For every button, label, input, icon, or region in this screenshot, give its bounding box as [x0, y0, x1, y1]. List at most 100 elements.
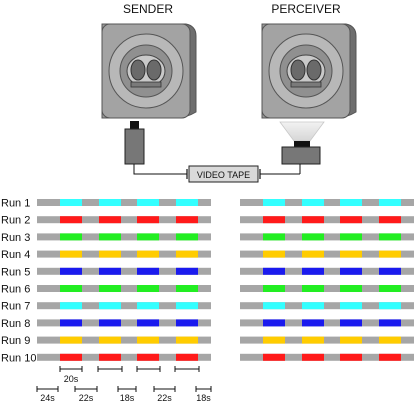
sender-stimulus-block	[99, 353, 121, 361]
perceiver-run-baseline	[240, 250, 414, 258]
sender-stimulus-block	[176, 302, 198, 310]
perceiver-stimulus-block	[340, 250, 362, 258]
block-duration-label: 20s	[64, 374, 79, 384]
sender-label: SENDER	[123, 2, 173, 16]
sender-stimulus-block	[137, 250, 159, 258]
interval-label: 18s	[120, 393, 135, 402]
perceiver-label: PERCEIVER	[271, 2, 341, 16]
perceiver-run-baseline	[240, 216, 414, 224]
perceiver-stimulus-block	[379, 267, 401, 275]
perceiver-stimulus-block	[340, 216, 362, 224]
sender-stimulus-block	[99, 233, 121, 241]
sender-stimulus-block	[176, 336, 198, 344]
sender-stimulus-block	[99, 285, 121, 292]
perceiver-stimulus-block	[263, 216, 285, 224]
sender-stimulus-block	[60, 199, 82, 206]
perceiver-stimulus-block	[263, 199, 285, 206]
perceiver-stimulus-block	[263, 319, 285, 327]
sender-run-baseline	[37, 302, 211, 310]
sender-stimulus-block	[60, 233, 82, 241]
run-label: Run 5	[1, 266, 30, 278]
perceiver-stimulus-block	[302, 216, 324, 224]
sender-stimulus-block	[60, 285, 82, 292]
run-label: Run 10	[1, 352, 36, 364]
sender-stimulus-block	[176, 233, 198, 241]
run-label: Run 9	[1, 335, 30, 347]
run-label: Run 6	[1, 284, 30, 296]
perceiver-stimulus-block	[302, 353, 324, 361]
sender-stimulus-block	[176, 319, 198, 327]
run-label: Run 1	[1, 198, 30, 210]
sender-stimulus-block	[60, 216, 82, 224]
sender-stimulus-block	[99, 267, 121, 275]
perceiver-stimulus-block	[263, 302, 285, 310]
perceiver-stimulus-block	[379, 233, 401, 241]
run-label: Run 2	[1, 215, 30, 227]
perceiver-stimulus-block	[340, 353, 362, 361]
interval-label: 22s	[79, 393, 94, 402]
sender-stimulus-block	[99, 336, 121, 344]
perceiver-stimulus-block	[379, 199, 401, 206]
sender-stimulus-block	[60, 336, 82, 344]
sender-stimulus-block	[137, 233, 159, 241]
sender-run-baseline	[37, 285, 211, 292]
sender-stimulus-block	[176, 199, 198, 206]
sender-stimulus-block	[137, 319, 159, 327]
sender-stimulus-block	[137, 285, 159, 292]
perceiver-stimulus-block	[340, 285, 362, 292]
sender-stimulus-block	[176, 353, 198, 361]
interval-label: 18s	[196, 393, 211, 402]
sender-run-timelines	[37, 199, 211, 361]
sender-stimulus-block	[60, 302, 82, 310]
perceiver-stimulus-block	[340, 302, 362, 310]
perceiver-stimulus-block	[340, 319, 362, 327]
perceiver-run-baseline	[240, 285, 414, 292]
perceiver-run-baseline	[240, 353, 414, 361]
perceiver-run-baseline	[240, 319, 414, 327]
run-label: Run 4	[1, 249, 30, 261]
sender-stimulus-block	[60, 319, 82, 327]
sender-stimulus-block	[137, 267, 159, 275]
sender-run-baseline	[37, 267, 211, 275]
perceiver-stimulus-block	[263, 250, 285, 258]
sender-run-baseline	[37, 336, 211, 344]
sender-stimulus-block	[60, 267, 82, 275]
sender-run-baseline	[37, 233, 211, 241]
sender-stimulus-block	[137, 216, 159, 224]
sender-run-baseline	[37, 353, 211, 361]
perceiver-stimulus-block	[302, 319, 324, 327]
sender-run-baseline	[37, 216, 211, 224]
perceiver-stimulus-block	[379, 319, 401, 327]
perceiver-run-baseline	[240, 336, 414, 344]
sender-stimulus-block	[60, 250, 82, 258]
perceiver-stimulus-block	[263, 267, 285, 275]
sender-stimulus-block	[99, 199, 121, 206]
run-label: Run 3	[1, 232, 30, 244]
perceiver-stimulus-block	[379, 302, 401, 310]
sender-mri-scanner	[101, 23, 197, 119]
sender-run-baseline	[37, 199, 211, 206]
video-tape-label: VIDEO TAPE	[197, 170, 250, 180]
perceiver-stimulus-block	[302, 285, 324, 292]
sender-stimulus-block	[99, 216, 121, 224]
perceiver-stimulus-block	[302, 302, 324, 310]
video-tape-box: VIDEO TAPE	[188, 165, 259, 183]
sender-run-baseline	[37, 319, 211, 327]
sender-stimulus-block	[99, 302, 121, 310]
sender-stimulus-block	[176, 216, 198, 224]
run-label: Run 7	[1, 301, 30, 313]
sender-stimulus-block	[137, 199, 159, 206]
sender-stimulus-block	[176, 250, 198, 258]
perceiver-stimulus-block	[302, 233, 324, 241]
sender-stimulus-block	[60, 353, 82, 361]
perceiver-mri-scanner	[261, 23, 357, 119]
perceiver-run-baseline	[240, 302, 414, 310]
perceiver-run-baseline	[240, 267, 414, 275]
perceiver-stimulus-block	[340, 199, 362, 206]
perceiver-stimulus-block	[340, 267, 362, 275]
interval-label: 22s	[157, 393, 172, 402]
perceiver-stimulus-block	[379, 285, 401, 292]
perceiver-stimulus-block	[340, 336, 362, 344]
